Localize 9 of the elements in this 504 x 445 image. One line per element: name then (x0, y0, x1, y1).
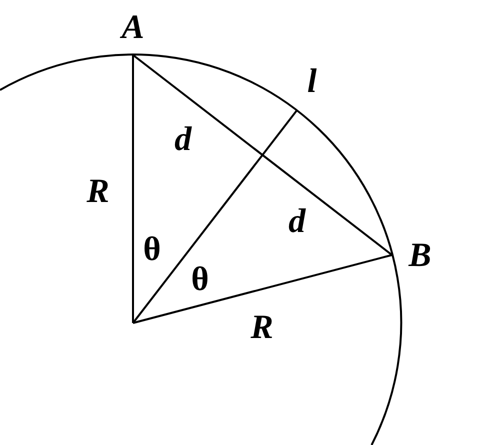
point-label: R (86, 175, 110, 209)
point-label: B (408, 239, 432, 273)
point-label: R (250, 311, 274, 345)
point-label: A (122, 11, 144, 45)
point-label: d (174, 123, 192, 157)
point-label: l (307, 65, 317, 99)
point-label: θ (191, 263, 209, 297)
point-label: θ (143, 233, 161, 267)
point-label: d (288, 205, 306, 239)
